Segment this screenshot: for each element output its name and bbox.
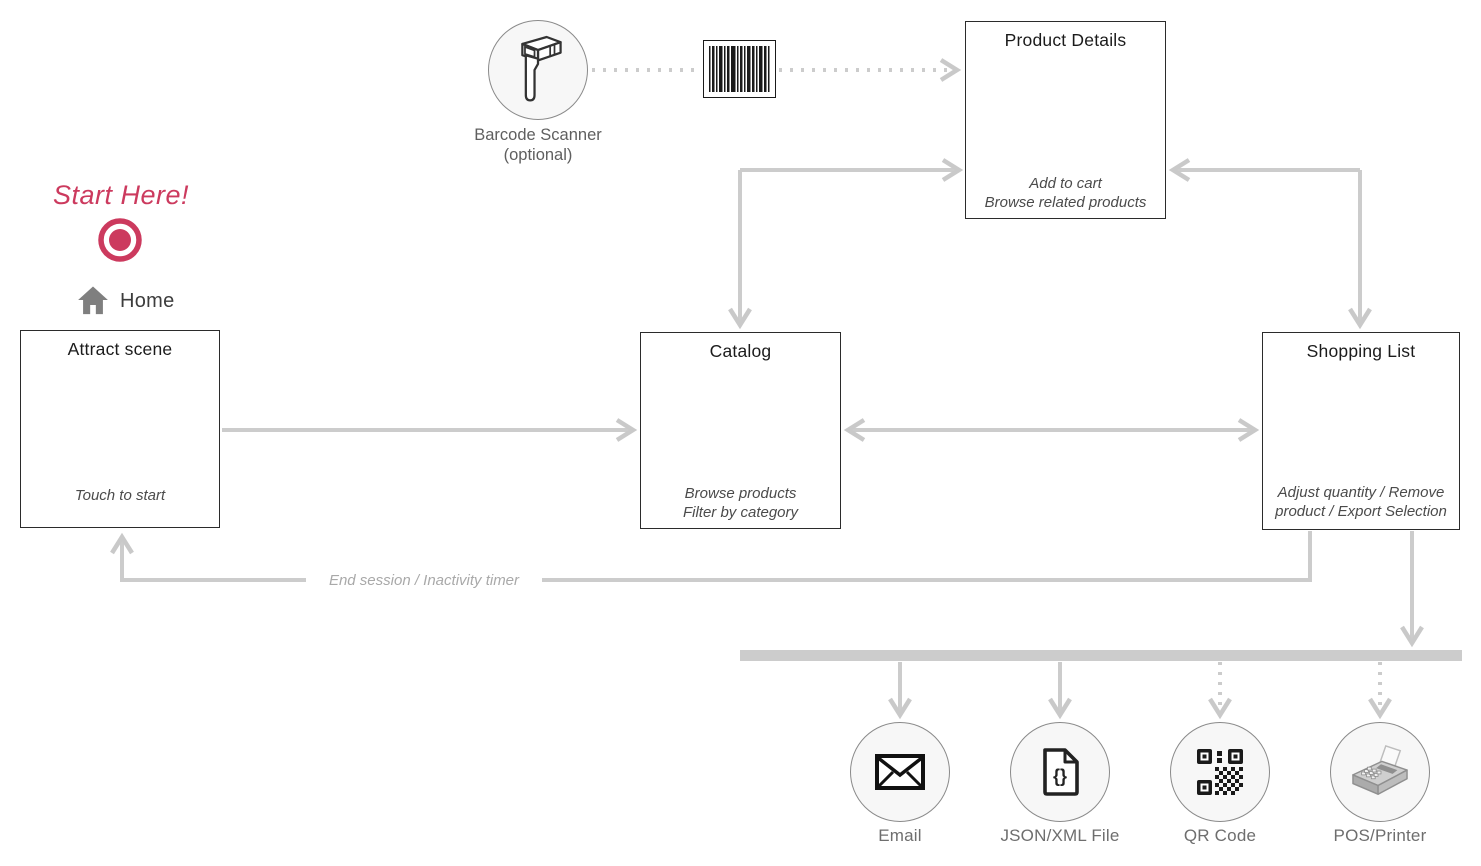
output-pos-printer-node <box>1330 722 1430 822</box>
home-icon <box>78 286 108 315</box>
barcode-scanner-node <box>488 20 588 120</box>
node-attract-scene: Attract scene Touch to start <box>20 330 220 528</box>
output-json-xml-label: JSON/XML File <box>1000 826 1120 845</box>
output-email-node <box>850 722 950 822</box>
output-email-label: Email <box>878 826 922 845</box>
end-session-edge-label: End session / Inactivity timer <box>306 570 542 591</box>
home-label: Home <box>120 290 175 312</box>
attract-scene-note: Touch to start <box>74 487 166 504</box>
product-details-note-line2: Browse related products <box>984 194 1147 211</box>
barcode-image <box>703 40 776 98</box>
catalog-note-line1: Browse products <box>684 485 797 502</box>
barcode-scanner-label-line2: (optional) <box>503 146 573 164</box>
product-details-note-line1: Add to cart <box>1029 175 1102 192</box>
shopping-list-title: Shopping List <box>1306 341 1416 361</box>
catalog-title: Catalog <box>709 341 772 361</box>
attract-scene-title: Attract scene <box>67 339 173 359</box>
email-icon <box>875 754 925 790</box>
barcode-scanner-label-line1: Barcode Scanner <box>474 126 602 144</box>
node-catalog: Catalog Browse products Filter by catego… <box>640 332 841 529</box>
qr-code-icon <box>1197 749 1243 795</box>
shopping-list-note: Adjust quantity / Remove product / Expor… <box>1263 483 1459 521</box>
start-here-label: Start Here! <box>52 180 190 210</box>
catalog-note: Browse products Filter by category <box>641 484 840 522</box>
json-file-icon: {} <box>1043 748 1079 796</box>
node-product-details: Product Details Add to cart Browse relat… <box>965 21 1166 219</box>
product-details-title: Product Details <box>1004 30 1127 50</box>
start-target-icon <box>98 218 142 262</box>
node-shopping-list: Shopping List Adjust quantity / Remove p… <box>1262 332 1460 530</box>
barcode-scanner-icon <box>521 35 562 102</box>
svg-text:{}: {} <box>1053 766 1067 786</box>
output-qr-code-node <box>1170 722 1270 822</box>
catalog-note-line2: Filter by category <box>682 504 799 521</box>
shopping-list-note-line1: Adjust quantity / Remove <box>1277 484 1445 501</box>
product-details-note: Add to cart Browse related products <box>966 174 1165 212</box>
output-pos-printer-label: POS/Printer <box>1333 826 1427 845</box>
pos-printer-icon <box>1352 745 1408 795</box>
barcode-scanner-label: Barcode Scanner (optional) <box>438 125 638 165</box>
shopping-list-note-line2: product / Export Selection <box>1275 503 1447 520</box>
output-qr-code-label: QR Code <box>1183 826 1257 845</box>
output-json-xml-node: {} <box>1010 722 1110 822</box>
